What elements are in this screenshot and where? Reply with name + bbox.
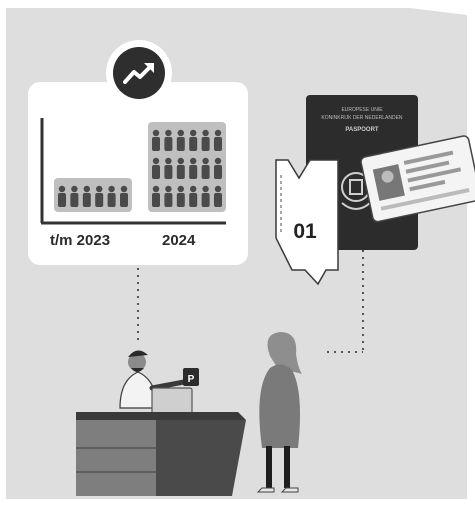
tick-label-2023: t/m 2023 <box>50 232 111 249</box>
person-icon <box>152 129 160 151</box>
chart-card <box>28 82 248 265</box>
trend-badge <box>106 40 172 106</box>
visitor <box>256 332 302 493</box>
person-icon <box>152 185 160 207</box>
passport-line-3: PASPOORT <box>345 127 379 133</box>
trend-up-icon <box>123 63 154 84</box>
tick-label-2024: 2024 <box>162 232 196 249</box>
person-icon <box>152 157 160 179</box>
bar-chart <box>40 118 226 225</box>
person-icon <box>214 157 222 179</box>
person-icon <box>107 185 116 207</box>
numbered-sheet: 01 <box>275 159 339 286</box>
held-passport-icon: P <box>183 368 199 386</box>
person-icon <box>176 129 185 151</box>
step-number: 01 <box>293 220 317 243</box>
person-icon <box>120 185 128 207</box>
person-icon <box>176 185 185 207</box>
person-icon <box>201 157 210 179</box>
person-icon <box>214 129 222 151</box>
reception-desk <box>76 412 246 496</box>
person-icon <box>164 185 173 207</box>
person-icon <box>201 129 210 151</box>
person-icon <box>214 185 222 207</box>
person-icon <box>189 157 198 179</box>
person-icon <box>189 129 198 151</box>
person-icon <box>164 157 173 179</box>
passport-line-1: EUROPESE UNIE <box>341 107 383 113</box>
person-icon <box>82 185 91 207</box>
person-icon <box>176 157 185 179</box>
person-icon <box>164 129 173 151</box>
person-icon <box>201 185 210 207</box>
person-icon <box>58 185 66 207</box>
passport-line-2: KONINKRIJK DER NEDERLANDEN <box>321 115 403 121</box>
svg-text:P: P <box>188 374 195 385</box>
person-icon <box>70 185 79 207</box>
id-card-icon <box>360 135 475 223</box>
person-icon <box>189 185 198 207</box>
laptop-icon <box>146 387 196 416</box>
person-icon <box>95 185 104 207</box>
